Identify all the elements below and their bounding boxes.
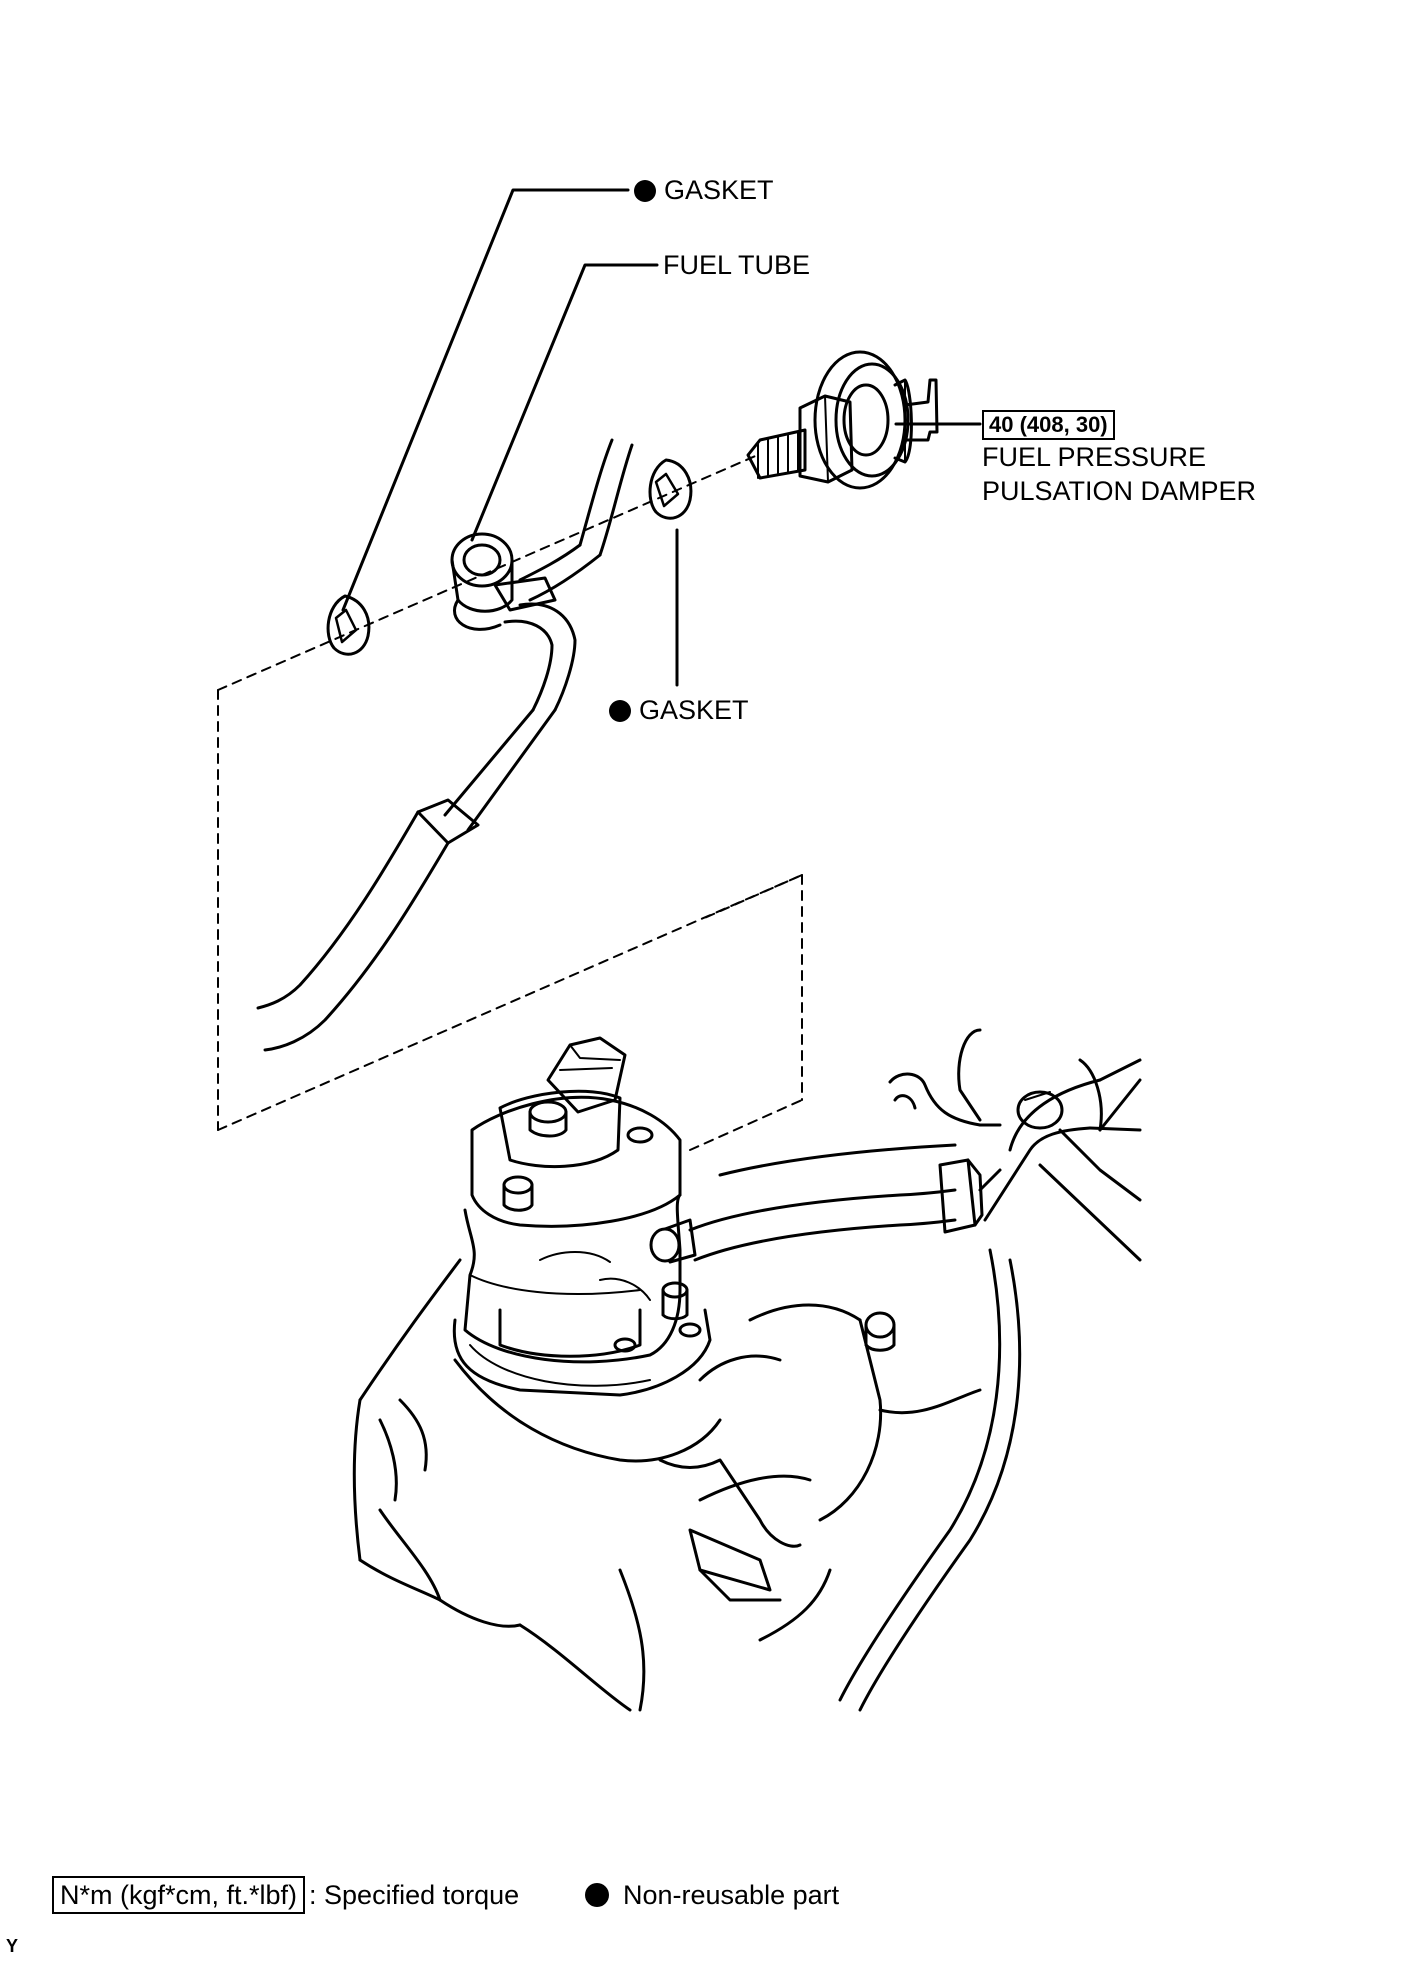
dashed-assembly-lines (217, 453, 803, 1151)
fuel-tube (256, 438, 634, 1052)
legend-torque: N*m (kgf*cm, ft.*lbf): Specified torque (52, 1876, 519, 1914)
non-reusable-marker-icon (585, 1883, 609, 1907)
gasket-bottom-text: GASKET (639, 695, 749, 725)
gasket-top-text: GASKET (664, 175, 774, 205)
gasket-bottom-label: GASKET (609, 694, 749, 726)
fuel-pressure-pulsation-damper (746, 350, 939, 490)
gasket-top-label: GASKET (634, 174, 774, 206)
leader-fuel-tube (470, 263, 659, 542)
legend-nonreusable: Non-reusable part (585, 1878, 839, 1912)
gasket-left (326, 594, 371, 656)
legend-torque-box: N*m (kgf*cm, ft.*lbf) (52, 1876, 306, 1914)
damper-label-line2: PULSATION DAMPER (982, 476, 1257, 506)
pump-assembly (452, 1036, 712, 1397)
non-reusable-marker-icon (634, 180, 656, 202)
legend-nonreusable-desc: Non-reusable part (623, 1880, 840, 1910)
fuel-tube-label: FUEL TUBE (663, 250, 811, 280)
non-reusable-marker-icon (609, 700, 631, 722)
leader-gasket-top (341, 188, 630, 612)
engine-casing (352, 1028, 1142, 1712)
gasket-right (648, 458, 693, 520)
fuel-line-right (688, 1058, 1142, 1262)
torque-spec-box: 40 (408, 30) (982, 410, 1115, 440)
legend-torque-desc: : Specified torque (309, 1880, 520, 1910)
corner-mark: Y (6, 1936, 19, 1956)
damper-label-line1: FUEL PRESSURE (982, 442, 1207, 472)
